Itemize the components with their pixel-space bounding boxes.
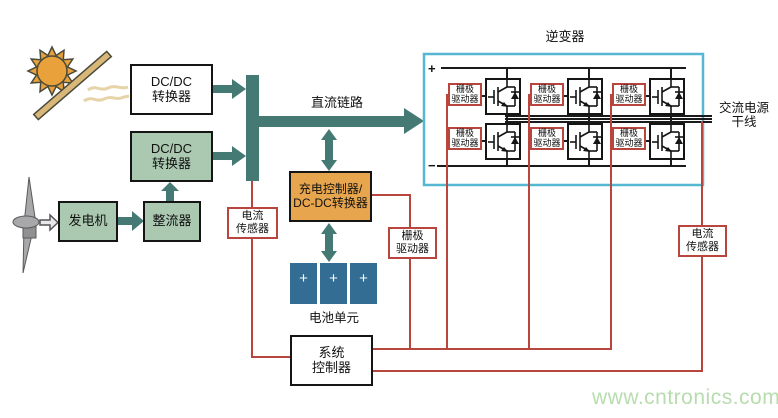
wind-dcdc-converter: DC/DC 转换器 (130, 131, 213, 182)
battery-cell-3: + (350, 263, 377, 304)
inverter-gate-driver-2: 栅极驱动器 (530, 83, 564, 106)
arrow-bus-charge (321, 129, 337, 171)
solar-dcdc-converter: DC/DC 转换器 (130, 64, 213, 115)
inverter-gate-driver-4: 栅极驱动器 (448, 127, 482, 150)
arrow-gen-to-rect (118, 211, 144, 231)
inverter-gate-driver-1: 栅极驱动器 (448, 83, 482, 106)
arrow-charge-battery (321, 223, 337, 262)
dc-plus-rail-label: + (428, 61, 436, 76)
inverter-gate-driver-6: 栅极驱动器 (612, 127, 646, 150)
charge-controller-box: 充电控制器/ DC-DC转换器 (289, 171, 372, 222)
inverter-gate-driver-5: 栅极驱动器 (530, 127, 564, 150)
wire-current-sensor-left (251, 181, 290, 358)
wire-charge-gatedriver (371, 194, 411, 350)
inverter-title: 逆变器 (545, 29, 585, 44)
arrow-wind-to-bus (213, 146, 246, 166)
inverter-gate-driver-3: 栅极驱动器 (612, 83, 646, 106)
battery-cell-1: + (290, 263, 317, 304)
wind-turbine-icon (12, 176, 60, 274)
arrow-solar-to-bus (213, 79, 246, 99)
shaft-arrow-icon (39, 213, 60, 232)
signal-wiring (251, 94, 703, 372)
ac-mains-label: 交流电源 干线 (718, 101, 769, 130)
system-controller-box: 系统 控制器 (290, 335, 373, 386)
arrow-dc-link (259, 108, 424, 134)
battery-label: 电池单元 (308, 311, 359, 325)
dc-minus-rail-label: − (428, 158, 436, 173)
solar-panel-icon (32, 50, 130, 121)
dc-link-label: 直流链路 (310, 95, 363, 110)
arrow-rectifier-up (161, 182, 179, 201)
current-sensor-right-box: 电流 传感器 (678, 225, 727, 257)
rectifier-box: 整流器 (143, 201, 201, 242)
dc-bus-icon (246, 75, 259, 181)
flow-arrows (118, 75, 424, 262)
current-sensor-left-box: 电流 传感器 (227, 207, 278, 239)
watermark: www.cntronics.com (592, 386, 778, 409)
battery-cell-2: + (320, 263, 347, 304)
inverter-wiring (437, 67, 712, 167)
wire-current-sensor-right (372, 121, 703, 372)
generator-box: 发电机 (58, 201, 118, 242)
gate-driver-mid-box: 栅极 驱动器 (388, 227, 437, 259)
